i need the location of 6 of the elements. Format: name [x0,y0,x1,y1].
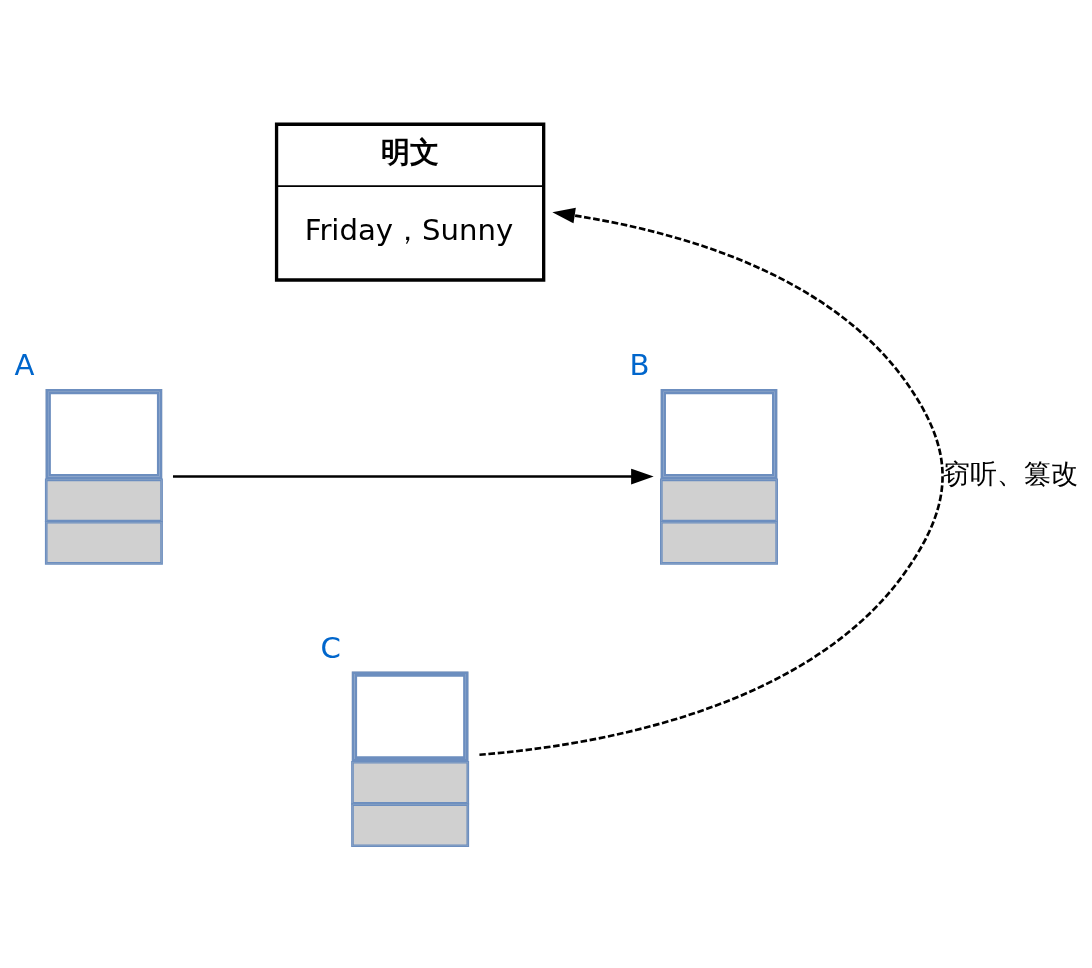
node-label: C [320,630,341,665]
edge-label: 窃听、篡改 [943,457,1079,489]
arrow [173,468,654,484]
arrow [479,207,944,756]
node-label: B [629,347,650,382]
node-label: A [14,347,35,382]
